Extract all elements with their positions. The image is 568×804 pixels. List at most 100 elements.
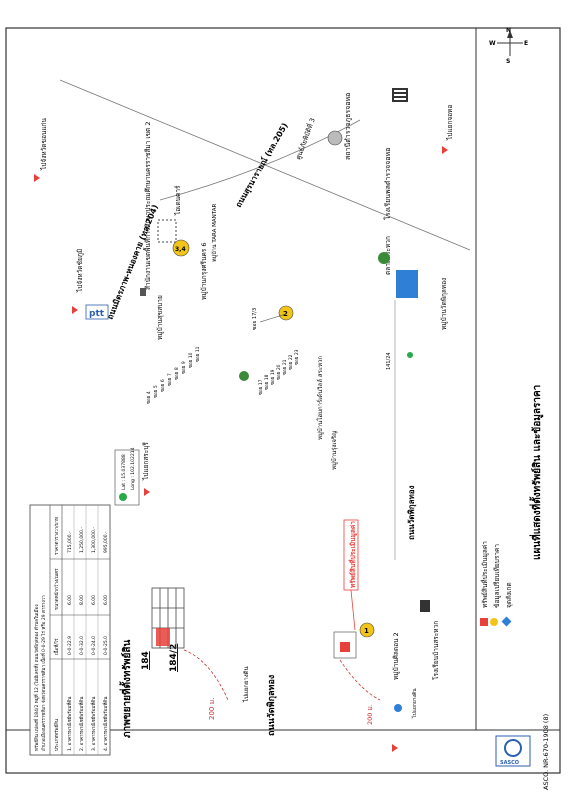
village-sub-label: หมู่บ้านรุ่งเจริญ [331, 431, 338, 470]
detail-map-title: ภาพขยายที่ตั้งทรัพย์สิน [119, 640, 133, 738]
subject-site: 1 [333, 622, 375, 659]
compass-icon: N S E W [489, 27, 528, 65]
table-row: 2. อาคารพาณิชย์พร้อมที่ดิน 0-0-32.0 8.00… [78, 527, 85, 751]
table-row: 1. อาคารพาณิชย์พร้อมที่ดิน 0-0-22.9 6.00… [66, 531, 73, 751]
distance2-label: 200 ม. [366, 704, 374, 725]
to-chaiyaphum-label: ไปจังหวัดชัยภูมิ [76, 249, 84, 293]
table-cell: 6.00 [103, 595, 109, 605]
police-icon [327, 130, 343, 146]
table-cell: 6.00 [91, 595, 97, 605]
village-rai-label: หมู่บ้านโฮมการ์เด้นวิลล์ สระหวก [316, 356, 324, 440]
land-label-box: ทรัพย์สินที่ประเมินมูลค่า [343, 519, 359, 591]
legend-swatch-subject [480, 618, 488, 626]
land-pointer [350, 589, 356, 631]
location-dot-icon [407, 352, 413, 358]
table-cell: 6.00 [67, 595, 73, 605]
document-title: แผนที่แสดงที่ตั้งทรัพย์สิน และข้อมูลราคา [529, 385, 544, 560]
village-6-label: หมู่บ้านกรุงศรีนคร 6 [200, 243, 208, 301]
table-header: เนื้อที่/ไร่ [53, 638, 60, 655]
company-label: SASCO [500, 760, 519, 766]
soi-label: ซอย 7 [167, 373, 173, 386]
marker-2: 2 [278, 305, 294, 321]
distance-path [183, 649, 229, 701]
ptt-label: ptt [89, 309, 105, 319]
to-jorho-label: ไปแยกจอหอ [446, 105, 454, 141]
table-cell: 0-0-32.0 [79, 636, 85, 655]
soi-label: ซอย 5 [153, 385, 159, 398]
soi-label: ซอย 22 [288, 354, 294, 370]
table-header: ราคาตารางวา/บาท [54, 517, 60, 555]
detail-map: ภาพขยายที่ตั้งทรัพย์สิน 184 184/2 200 ม.… [119, 587, 277, 738]
table-note-1: ทรัพย์สิน แปลงที่ 184/2 หมู่ที่ 12 (ไม่ม… [33, 604, 40, 751]
page-border [5, 27, 561, 774]
compass-w: W [489, 40, 496, 47]
soi-list-2: ซอย 17 ซอย 18 ซอย 19 ซอย 20 ซอย 21 ซอย 2… [258, 349, 300, 395]
table-cell: 0-0-24.0 [91, 636, 97, 655]
tree-icon [378, 252, 390, 264]
soi-label: ซอย 17 [258, 379, 264, 395]
soi-label: ซอย 20 [276, 364, 282, 380]
price-table: ทรัพย์สิน แปลงที่ 184/2 หมู่ที่ 12 (ไม่ม… [29, 504, 111, 756]
road-205-label: ถนนสุรนารายณ์ (ทล.205) [233, 121, 290, 210]
village-home2-label: หมู่บ้านศิลดอน 2 [392, 632, 400, 680]
legend-swatch-compare [490, 618, 498, 626]
legend-swatch-landmark [501, 616, 512, 627]
land-label: ทรัพย์สินที่ประเมินมูลค่า [347, 521, 358, 588]
compass-s: S [506, 58, 510, 65]
table-row: 4. อาคารพาณิชย์พร้อมที่ดิน 0-0-25.0 6.00… [102, 531, 109, 751]
school-top-label: โรงเรียนพลตำรวจจอหอ [383, 148, 392, 220]
table-cell: 1,300,000.- [91, 527, 97, 553]
table-cell: 3. อาคารพาณิชย์พร้อมที่ดิน [90, 697, 97, 751]
post-note-label: ศูนย์ภัยพิบัติที่ 3 [293, 117, 316, 161]
soi-label: ซอย 23 [294, 349, 300, 365]
long-label: Long : 102.102214 [130, 447, 136, 490]
market-icon [396, 270, 418, 298]
table-cell: 0-0-25.0 [103, 636, 109, 655]
table-row: 3. อาคารพาณิชย์พร้อมที่ดิน 0-0-24.0 6.00… [90, 527, 97, 751]
table-cell: 0-0-22.9 [67, 636, 73, 655]
lat-label: Lat : 15.037888 [121, 454, 127, 490]
road-sign-label: 141/24 [386, 352, 392, 370]
table-cell: 1. อาคารพาณิชย์พร้อมที่ดิน [66, 697, 73, 751]
village-nongsai-label: หมู่บ้านสุขสบาย [156, 295, 164, 340]
compass-e: E [524, 40, 528, 47]
location-dot-icon [119, 493, 127, 501]
landmark-icon [394, 704, 402, 712]
soi-label: ซอย 18 [264, 374, 270, 390]
to-yangdin-label: ไปแยกยางดิน [242, 666, 250, 703]
tara-label: หมู่บ้าน TARA MANTAR [211, 204, 218, 262]
tree-icon [239, 371, 249, 381]
legend-label: ข้อมูลเปรียบเทียบราคา [493, 544, 501, 608]
arrow-icon [34, 174, 40, 182]
soi-label: ซอย 4 [146, 391, 152, 404]
wat-road-label: ถนนวัดพิกุลทอง [407, 485, 417, 540]
parcel-1842-label: 184/2 [169, 644, 179, 672]
marker-1-label: 1 [364, 627, 369, 635]
soi-label: ซอย 11 [195, 346, 201, 362]
distance-label: 200 ม. [208, 698, 216, 720]
table-header: ประเภททรัพย์สิน [53, 719, 60, 751]
soi-label: ซอย 19 [270, 369, 276, 385]
soi-label: ซอย 21 [282, 359, 288, 375]
table-note-2: อำเภอเมืองนครราชสีมา จังหวัดนครราชสีมา เ… [40, 595, 47, 751]
detail-road-label: ถนนวัดพิกุลทอง [266, 675, 277, 736]
building-icon [140, 288, 146, 296]
soi-list: ซอย 4 ซอย 5 ซอย 6 ซอย 7 ซอย 8 ซอย 9 ซอย … [146, 346, 201, 404]
parcel-184-label: 184 [141, 651, 151, 670]
table-header: ขนาดหน้ากว้าง/เมตร [54, 568, 60, 610]
rimping-outline [157, 219, 177, 243]
legend: ทรัพย์สินที่ประเมินมูลค่า ข้อมูลเปรียบเท… [480, 541, 513, 627]
arrow-icon [72, 306, 78, 314]
station-label: สถานีตำรวจภูธรจอหอ [344, 93, 352, 160]
company-logo: SASCO [495, 735, 531, 767]
school-icon [392, 88, 408, 102]
soi-label: ซอย 6 [160, 379, 166, 392]
soi-label: ซอย 10 [188, 352, 194, 368]
soi-label: ซอย 8 [174, 367, 180, 380]
table-cell: 995,000.- [103, 531, 109, 553]
subject-parcel-icon [156, 628, 170, 646]
arrow-icon [144, 488, 150, 496]
table-cell: 2. อาคารพาณิชย์พร้อมที่ดิน [78, 697, 85, 751]
table-header-row: ประเภททรัพย์สิน เนื้อที่/ไร่ ขนาดหน้ากว้… [53, 517, 60, 751]
